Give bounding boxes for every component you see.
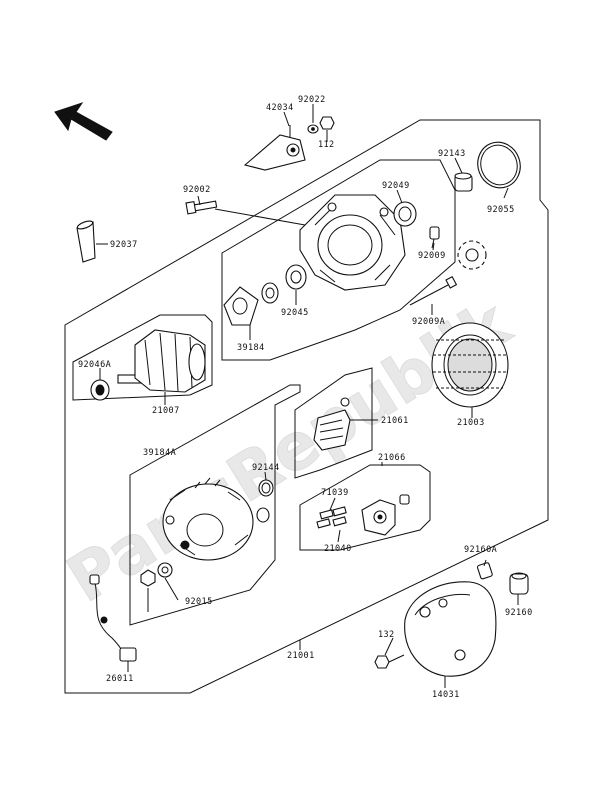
label-92055: 92055 bbox=[487, 205, 515, 215]
label-92160a: 92160A bbox=[464, 545, 497, 555]
label-92002: 92002 bbox=[183, 185, 211, 195]
part-71039-springs bbox=[316, 506, 347, 529]
group-box-39184a bbox=[129, 384, 301, 626]
label-71039: 71039 bbox=[321, 488, 349, 498]
label-132: 132 bbox=[378, 630, 395, 640]
label-21066: 21066 bbox=[378, 453, 406, 463]
part-21003-stator bbox=[431, 322, 509, 408]
part-92009a bbox=[409, 275, 458, 306]
part-21066-regulator bbox=[361, 499, 396, 536]
part-92160a bbox=[476, 562, 493, 580]
label-92049: 92049 bbox=[382, 181, 410, 191]
part-26011-lead-wire bbox=[89, 574, 137, 662]
group-box-21066 bbox=[299, 464, 431, 551]
group-box-39184 bbox=[221, 159, 456, 361]
label-112: 112 bbox=[318, 140, 335, 150]
label-21040: 21040 bbox=[324, 544, 352, 554]
part-regulator-screw bbox=[399, 494, 410, 505]
label-92022: 92022 bbox=[298, 95, 326, 105]
label-42034: 42034 bbox=[266, 103, 294, 113]
part-112 bbox=[319, 116, 335, 137]
group-box-21061 bbox=[294, 367, 373, 479]
part-92144 bbox=[258, 479, 274, 497]
label-21007: 21007 bbox=[152, 406, 180, 416]
label-39184: 39184 bbox=[237, 343, 265, 353]
part-92055 bbox=[477, 141, 521, 189]
part-92022 bbox=[307, 124, 319, 134]
part-92037 bbox=[76, 220, 96, 263]
direction-arrow-icon bbox=[54, 102, 113, 141]
label-21061: 21061 bbox=[381, 416, 409, 426]
assembly-outline bbox=[64, 119, 549, 694]
label-14031: 14031 bbox=[432, 690, 460, 700]
label-92009a: 92009A bbox=[412, 317, 445, 327]
part-42034 bbox=[243, 125, 306, 171]
label-21003: 21003 bbox=[457, 418, 485, 428]
part-92002 bbox=[185, 200, 218, 215]
label-21001: 21001 bbox=[287, 651, 315, 661]
label-26011: 26011 bbox=[106, 674, 134, 684]
label-92015: 92015 bbox=[185, 597, 213, 607]
gear-icon bbox=[457, 240, 487, 270]
part-rear-housing bbox=[162, 477, 254, 561]
label-92046a: 92046A bbox=[78, 360, 111, 370]
label-39184a: 39184A bbox=[143, 448, 176, 458]
label-92143: 92143 bbox=[438, 149, 466, 159]
part-14031-rear-cover bbox=[404, 581, 497, 677]
part-bearing-retainer bbox=[223, 286, 259, 326]
part-92009 bbox=[429, 226, 440, 249]
leader-lines bbox=[96, 104, 519, 688]
part-92143 bbox=[454, 172, 473, 192]
part-132-bolt bbox=[374, 654, 405, 669]
part-front-housing bbox=[299, 194, 406, 291]
part-92049 bbox=[393, 201, 417, 227]
label-92045: 92045 bbox=[281, 308, 309, 318]
part-92045 bbox=[261, 264, 307, 304]
label-92144: 92144 bbox=[252, 463, 280, 473]
part-92046a bbox=[90, 379, 110, 401]
part-21061-brush bbox=[313, 397, 351, 451]
label-92009: 92009 bbox=[418, 251, 446, 261]
part-21007-rotor bbox=[117, 329, 206, 393]
part-92015 bbox=[140, 507, 270, 587]
label-92037: 92037 bbox=[110, 240, 138, 250]
part-92160 bbox=[509, 572, 529, 595]
group-box-21007 bbox=[72, 314, 213, 401]
label-92160: 92160 bbox=[505, 608, 533, 618]
